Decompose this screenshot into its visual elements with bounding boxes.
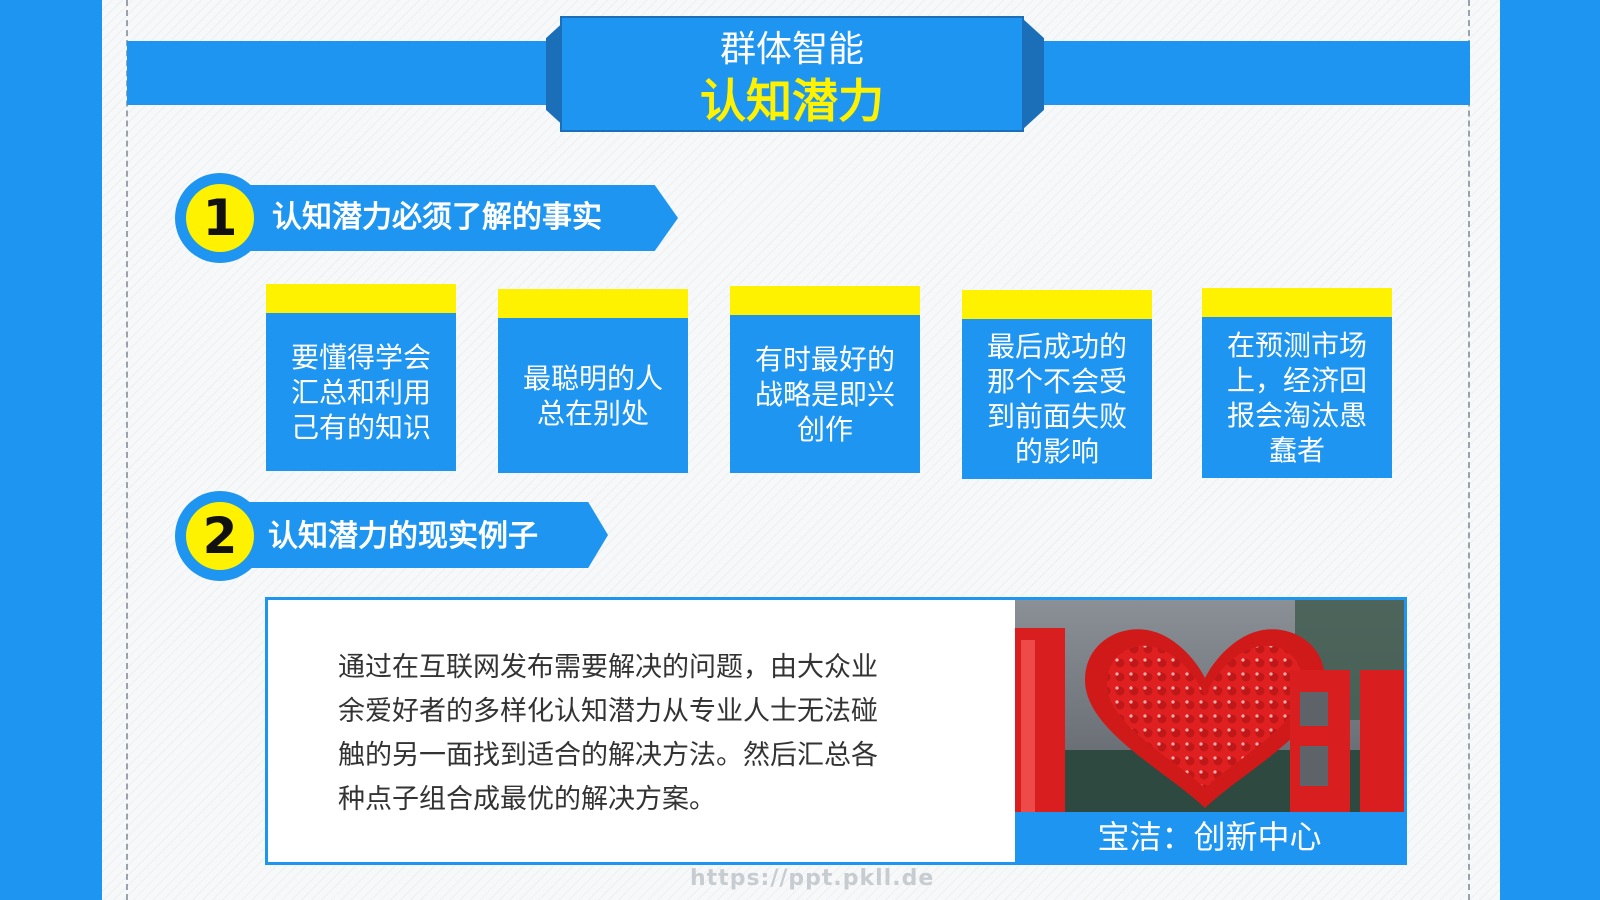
fact-card-5-line-4: 蠢者: [1268, 433, 1325, 467]
example-text: 通过在互联网发布需要解决的问题，由大众业 余爱好者的多样化认知潜力从专业人士无法…: [338, 646, 938, 822]
fact-card-1-top-bar: [266, 284, 456, 313]
fact-card-3-text: 有时最好的 战略是即兴 创作: [755, 342, 895, 447]
fact-card-4-line-3: 到前面失败: [986, 400, 1127, 433]
photo-illustration: [1015, 600, 1404, 812]
fact-card-4: 最后成功的 那个不会受 到前面失败 的影响: [962, 290, 1152, 479]
fact-card-2-line-1: 最聪明的人: [522, 361, 663, 395]
fact-card-1-line-2: 汇总和利用: [290, 375, 431, 409]
example-line-4: 种点子组合成最优的解决方案。: [338, 784, 716, 815]
example-photo-caption: 宝洁：创新中心: [1015, 812, 1404, 862]
example-line-3: 触的另一面找到适合的解决方法。然后汇总各: [338, 740, 878, 771]
fact-card-3-line-3: 创作: [796, 412, 853, 446]
fact-card-5-text: 在预测市场 上，经济回 报会淘汰愚 蠢者: [1227, 328, 1367, 468]
fact-card-5-top-bar: [1202, 288, 1392, 317]
fact-card-5: 在预测市场 上，经济回 报会淘汰愚 蠢者: [1202, 288, 1392, 478]
fact-card-4-body: 最后成功的 那个不会受 到前面失败 的影响: [962, 319, 1152, 479]
title-notch-right: [1022, 18, 1044, 130]
fact-card-1-text: 要懂得学会 汇总和利用 己有的知识: [291, 340, 431, 445]
fact-card-3-body: 有时最好的 战略是即兴 创作: [730, 315, 920, 473]
fact-card-2-top-bar: [498, 289, 688, 318]
fact-card-4-line-4: 的影响: [1014, 435, 1099, 468]
example-photo: [1015, 600, 1404, 812]
fact-card-5-line-2: 上，经济回: [1226, 363, 1367, 397]
fact-card-3: 有时最好的 战略是即兴 创作: [730, 286, 920, 473]
fact-card-5-line-3: 报会淘汰愚: [1226, 398, 1367, 432]
title-box: 群体智能 认知潜力: [560, 16, 1024, 132]
fact-card-1-body: 要懂得学会 汇总和利用 己有的知识: [266, 313, 456, 471]
right-dashed-border: [1468, 0, 1470, 900]
example-line-2: 余爱好者的多样化认知潜力从专业人士无法碰: [338, 696, 878, 727]
section-2-label: 认知潜力的现实例子: [268, 519, 538, 554]
section-2-number: 2: [186, 502, 254, 570]
section-1-label: 认知潜力必须了解的事实: [272, 200, 602, 235]
fact-card-1-line-3: 己有的知识: [290, 410, 431, 444]
fact-card-4-line-1: 最后成功的: [986, 330, 1127, 363]
page-subtitle: 认知潜力: [700, 74, 884, 128]
fact-card-4-line-2: 那个不会受: [986, 365, 1127, 398]
page-title: 群体智能: [719, 29, 864, 70]
section-1-banner: [212, 185, 678, 251]
fact-card-4-top-bar: [962, 290, 1152, 319]
fact-card-2-line-2: 总在别处: [536, 396, 649, 430]
example-line-1: 通过在互联网发布需要解决的问题，由大众业: [338, 652, 878, 683]
fact-card-3-line-1: 有时最好的: [754, 342, 895, 376]
watermark: https://ppt.pkll.de: [690, 866, 935, 891]
fact-card-2-text: 最聪明的人 总在别处: [523, 361, 663, 431]
fact-card-2-body: 最聪明的人 总在别处: [498, 318, 688, 473]
left-dashed-border: [126, 0, 128, 900]
fact-card-3-top-bar: [730, 286, 920, 315]
fact-card-1: 要懂得学会 汇总和利用 己有的知识: [266, 284, 456, 471]
fact-card-1-line-1: 要懂得学会: [290, 340, 431, 374]
fact-card-4-text: 最后成功的 那个不会受 到前面失败 的影响: [987, 329, 1127, 469]
fact-card-5-body: 在预测市场 上，经济回 报会淘汰愚 蠢者: [1202, 317, 1392, 478]
section-1-number-badge: 1: [175, 173, 265, 263]
section-1-number: 1: [186, 184, 254, 252]
section-2-banner: [212, 502, 608, 568]
fact-card-3-line-2: 战略是即兴: [754, 377, 895, 411]
section-2-number-badge: 2: [175, 491, 265, 581]
fact-card-5-line-1: 在预测市场: [1226, 328, 1367, 362]
fact-card-2: 最聪明的人 总在别处: [498, 289, 688, 473]
